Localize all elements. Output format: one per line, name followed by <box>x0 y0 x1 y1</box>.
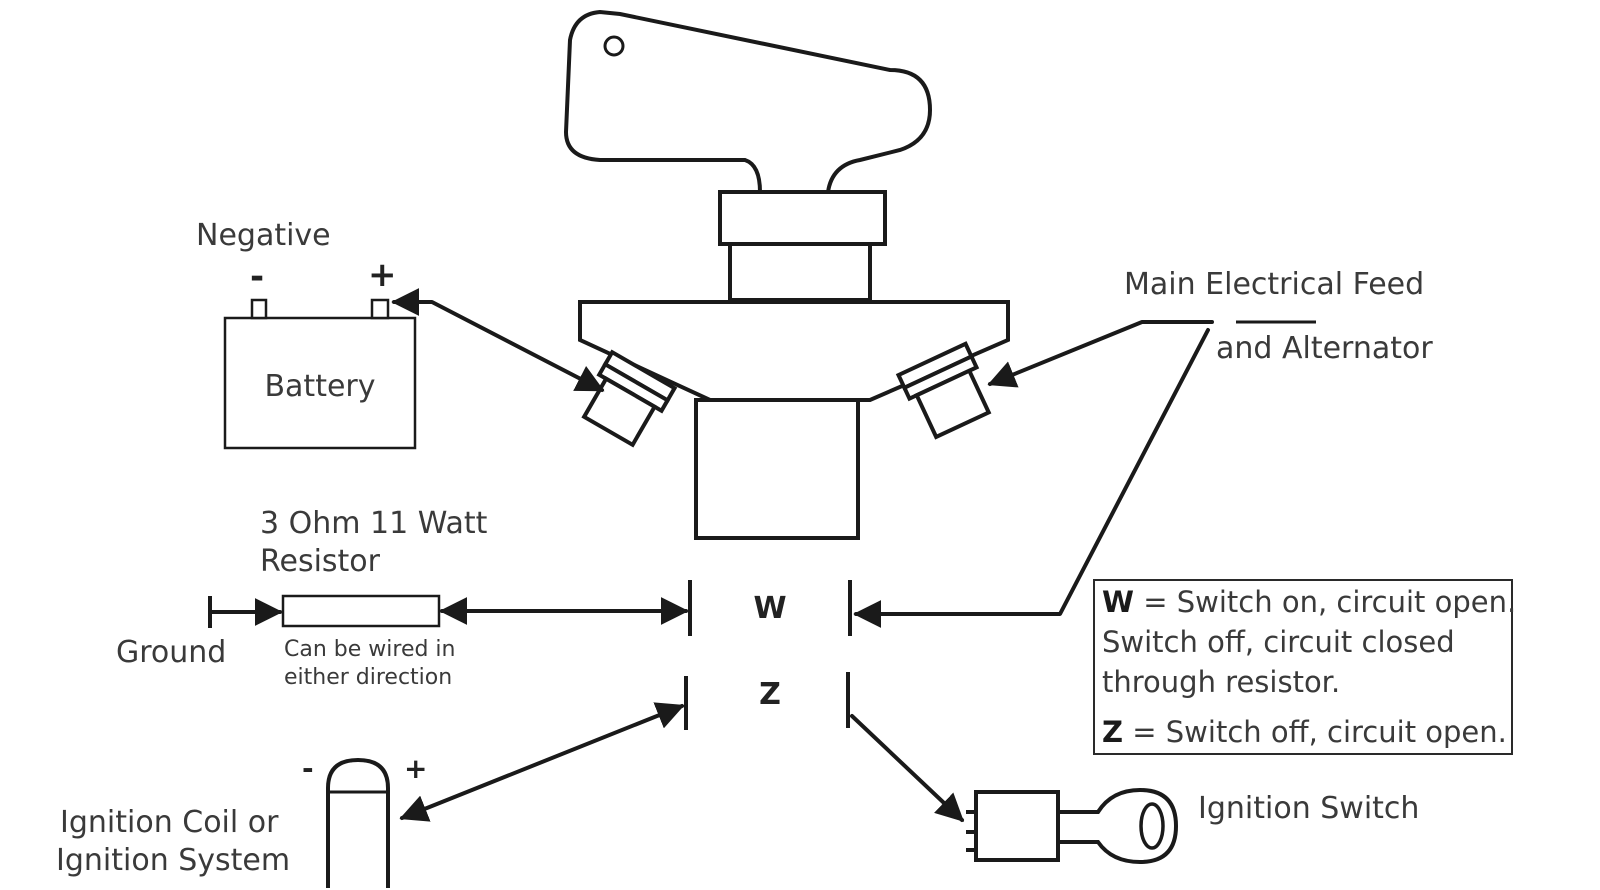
coil-body <box>326 757 390 888</box>
coil-plus-sign: + <box>404 752 427 785</box>
battery-label: Battery <box>264 369 375 404</box>
main-feed-label-line1: Main Electrical Feed <box>1124 267 1424 302</box>
wire-note-line1: Can be wired in <box>284 637 456 662</box>
main-feed-label-line2: and Alternator <box>1216 331 1433 366</box>
battery-positive-post <box>370 298 390 320</box>
terminal-w-label: W <box>753 591 786 626</box>
coil-label-line2: Ignition System <box>56 843 290 878</box>
legend-box: W = Switch on, circuit open. Switch off,… <box>1093 579 1516 755</box>
battery-minus-sign: - <box>250 257 264 297</box>
legend-z-text: = Switch off, circuit open. <box>1123 715 1507 749</box>
ignition-key-hole <box>1139 802 1165 850</box>
legend-w-line1: W = Switch on, circuit open. <box>1102 585 1516 619</box>
ignition-switch <box>966 787 1179 865</box>
legend-w-line3: through resistor. <box>1102 665 1340 699</box>
negative-label: Negative <box>196 218 331 253</box>
ground-label: Ground <box>116 635 226 670</box>
battery-plus-sign: + <box>368 255 397 295</box>
ignition-coil <box>326 757 390 888</box>
z-to-ignition-switch-wire <box>850 714 965 822</box>
kill-switch <box>563 9 1010 540</box>
ignition-switch-label: Ignition Switch <box>1198 791 1419 826</box>
battery-to-switch-wire <box>391 288 605 392</box>
coil-to-z-wire <box>399 702 685 822</box>
wire-note-line2: either direction <box>284 665 452 690</box>
resistor-label-line1: 3 Ohm 11 Watt <box>260 506 488 541</box>
legend-border <box>1093 579 1513 755</box>
coil-label-line1: Ignition Coil or <box>60 805 279 840</box>
battery: Battery <box>223 298 417 450</box>
feed-to-w-wire <box>853 328 1210 628</box>
left-terminal-lug <box>581 349 678 448</box>
resistor-label-line2: Resistor <box>260 544 381 579</box>
legend-w-letter: W <box>1102 585 1134 619</box>
switch-lower-body <box>694 398 860 540</box>
legend-w-text: = Switch on, circuit open. <box>1134 585 1516 619</box>
ignition-key <box>1056 787 1179 865</box>
legend-z-line1: Z = Switch off, circuit open. <box>1102 715 1507 749</box>
battery-negative-post <box>250 298 268 320</box>
handle-hole <box>603 35 625 57</box>
right-terminal-lug <box>895 341 992 440</box>
switch-collar <box>718 190 887 246</box>
terminal-z-label: Z <box>759 677 781 712</box>
legend-w-line2: Switch off, circuit closed <box>1102 625 1455 659</box>
ignition-switch-body <box>974 790 1060 862</box>
legend-z-letter: Z <box>1102 715 1123 749</box>
switch-neck <box>728 242 872 302</box>
resistor-body <box>281 594 441 628</box>
coil-minus-sign: - <box>302 752 314 785</box>
main-feed-wire <box>987 320 1214 388</box>
